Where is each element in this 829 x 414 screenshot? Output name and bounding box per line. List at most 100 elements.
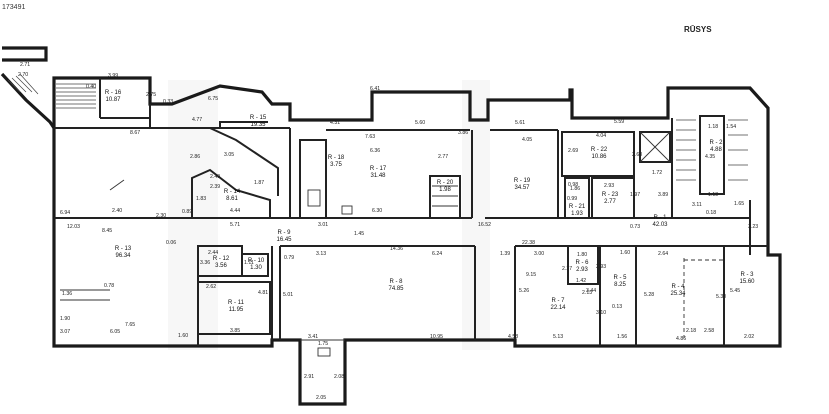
room-name: R - 17 [370,166,387,172]
room-area: 19.35 [250,122,266,128]
dimension: 3.85 [230,328,240,334]
brand-label: RŪSYS [684,25,712,34]
dimension: 3.05 [224,152,234,158]
room-area: 3.75 [330,162,342,168]
dimension: 3.00 [534,251,544,257]
dimension: 1.72 [652,170,662,176]
room-labels: R - 16 10.87 R - 15 19.35 R - 18 3.75 R … [105,90,755,313]
dimension: 16.52 [478,222,491,228]
dimension: 4.05 [522,137,532,143]
dimension: 4.31 [330,120,340,126]
room-name: R - 21 [569,204,586,210]
room-area: 2.93 [576,267,588,273]
room-name: R - 19 [514,178,531,184]
room-area: 3.56 [215,263,227,269]
dimension: 5.59 [614,119,624,125]
room-area: 16.45 [276,237,292,243]
dimension: 2.18 [686,328,696,334]
dimension: 3.36 [200,260,210,266]
dimension: 0.73 [630,224,640,230]
dimension: 3.10 [596,310,606,316]
room-name: R - 11 [228,300,245,306]
dimension: 1.83 [196,196,206,202]
dimension: 6.75 [208,96,218,102]
dimension: 3.99 [108,73,118,79]
dimension: 6.05 [110,329,120,335]
dimension: 4.58 [508,334,518,340]
room-area: 2.77 [604,199,616,205]
dimension: 7.63 [365,134,375,140]
room-name: R - 15 [250,115,267,121]
dimension: 1.18 [708,192,718,198]
dimension: 6.24 [432,251,442,257]
dimension: 0.78 [104,283,114,289]
dimension: 1.65 [734,201,744,207]
dimension: 1.18 [708,124,718,130]
dimension: 5.61 [515,120,525,126]
dimension: 1.60 [620,250,630,256]
room-name: R - 16 [105,90,122,96]
stairs [7,73,748,357]
dimension: 1.80 [577,252,587,258]
dimension: 2.02 [744,334,754,340]
dimension: 2.05 [316,395,326,401]
room-area: 31.48 [370,173,386,179]
interior-walls [54,78,768,346]
room-area: 8.61 [226,196,238,202]
room-name: R - 18 [328,155,345,161]
dimension: 1.42 [576,278,586,284]
dimension: 3.41 [308,334,318,340]
dimension: 0.40 [86,84,96,90]
dimension: 1.45 [354,231,364,237]
dimension: 4.44 [230,208,240,214]
dimension: 4.77 [192,117,202,123]
room-name: R - 5 [613,275,627,281]
dimension: 2.58 [704,328,714,334]
dimension: 2.86 [190,154,200,160]
dimension: 4.04 [596,133,606,139]
dimension: 2.91 [304,374,314,380]
dimension: 12.03 [67,224,80,230]
dimension: 5.60 [415,120,425,126]
dimension: 1.86 [570,186,580,192]
room-area: 10.87 [105,97,121,103]
dimension: 3.07 [60,329,70,335]
dimension: 3.13 [316,251,326,257]
dimension: 6.30 [372,208,382,214]
dimension: 1.75 [318,341,328,347]
dimension: 5.26 [519,288,529,294]
dimension: 2.77 [438,154,448,160]
dimension: 4.81 [258,290,268,296]
dimension: 3.01 [318,222,328,228]
dimension: 9.15 [526,272,536,278]
dimension: 2.13 [582,290,592,296]
dimension: 1.97 [630,192,640,198]
dimension: 0.79 [284,255,294,261]
room-area: 10.86 [591,154,607,160]
dimension: 2.70 [18,72,28,78]
room-name: R - 10 [248,258,265,264]
room-area: 1.93 [571,211,583,217]
dimension: 2.93 [596,264,606,270]
dimension: 0.99 [567,196,577,202]
dimension: 3.89 [658,192,668,198]
dimension: 2.64 [658,251,668,257]
dimension: 22.38 [522,240,535,246]
room-area: 4.88 [710,147,722,153]
dimension: 2.71 [20,62,30,68]
dimension: 0.18 [706,210,716,216]
room-area: 8.25 [614,282,626,288]
dimension: 2.39 [210,184,220,190]
room-name: R - 23 [602,192,619,198]
room-name: R - 4 [671,284,685,290]
dimension: 0.89 [182,209,192,215]
dimension: 2.69 [568,148,578,154]
dimension: 3.86 [458,130,468,136]
room-name: R - 1 [653,215,667,221]
dimension: 1.39 [500,251,510,257]
room-area: 34.57 [514,185,530,191]
dimension: 5.71 [230,222,240,228]
dimension: 0.06 [166,240,176,246]
dimension: 5.13 [553,334,563,340]
